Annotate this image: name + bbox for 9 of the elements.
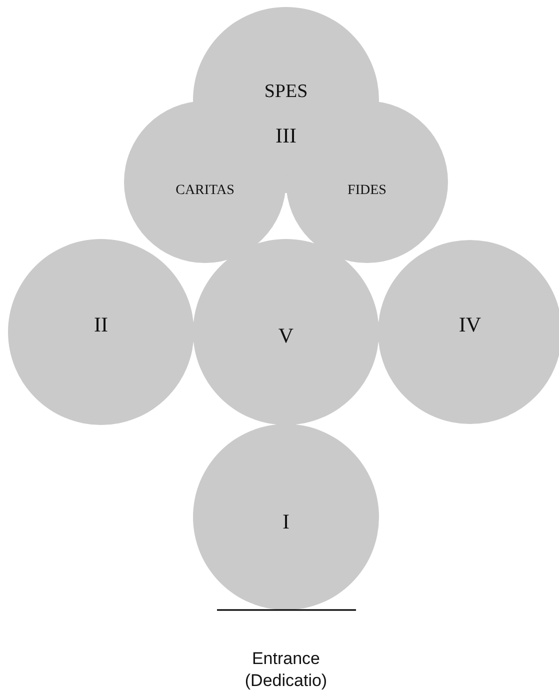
room-label: SPES — [264, 81, 308, 103]
entrance-label: Entrance (Dedicatio) — [244, 648, 328, 692]
room-label: III — [276, 124, 296, 148]
room-label: V — [278, 324, 294, 348]
room-label: I — [282, 510, 290, 534]
room-label: FIDES — [348, 183, 386, 199]
room-label: II — [94, 312, 108, 338]
room-label: IV — [458, 312, 482, 338]
room-label: CARITAS — [176, 183, 234, 199]
